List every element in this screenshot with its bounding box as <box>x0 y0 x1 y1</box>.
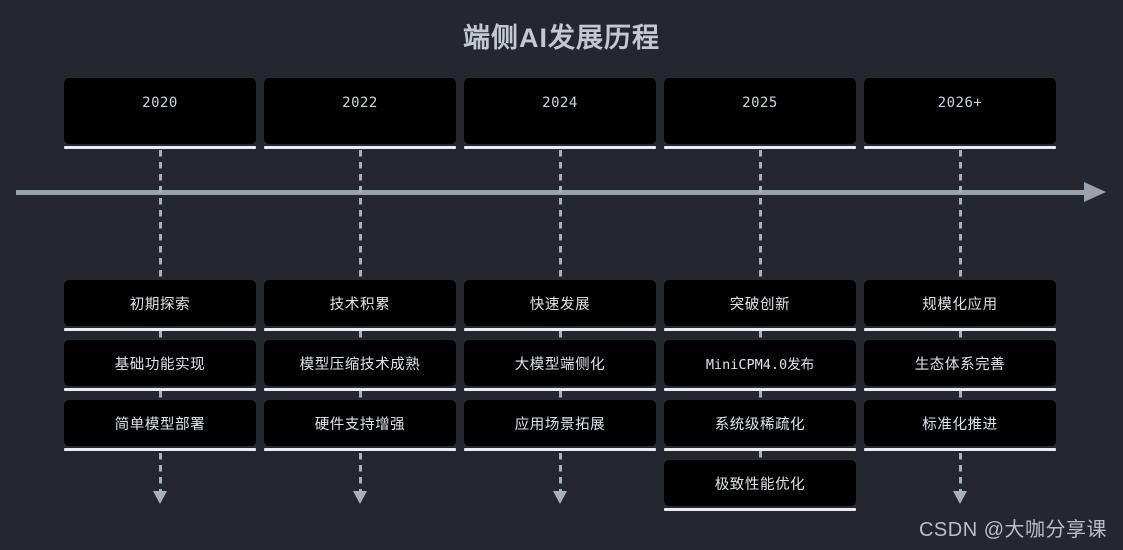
timeline-axis-line <box>16 190 1088 195</box>
milestone-label: 初期探索 <box>129 296 191 313</box>
milestone-label: 标准化推进 <box>922 416 998 433</box>
connector-dashed-line <box>159 453 162 491</box>
connector-dashed-line <box>359 453 362 491</box>
year-label: 2024 <box>542 95 578 111</box>
year-label: 2026+ <box>937 95 983 111</box>
milestone-card[interactable]: 规模化应用 <box>864 280 1056 326</box>
year-card-underline <box>64 146 256 149</box>
connector-dashed-line <box>959 331 962 340</box>
year-label: 2020 <box>142 95 178 111</box>
watermark: CSDN @大咖分享课 <box>918 519 1107 541</box>
year-card-2024[interactable]: 2024 <box>464 78 656 144</box>
connector-dashed-line <box>759 331 762 340</box>
connector-dashed-line <box>559 331 562 340</box>
milestone-label: 系统级稀疏化 <box>714 416 806 433</box>
milestone-label: MiniCPM4.0发布 <box>705 357 815 373</box>
milestone-label: 生态体系完善 <box>914 356 1006 373</box>
milestone-card[interactable]: 突破创新 <box>664 280 856 326</box>
year-label: 2022 <box>342 95 378 111</box>
milestone-card-underline <box>264 388 456 391</box>
milestone-card[interactable]: 标准化推进 <box>864 400 1056 446</box>
connector-dashed-line <box>959 453 962 491</box>
year-card-underline <box>664 146 856 149</box>
connector-dashed-line <box>159 391 162 400</box>
milestone-card[interactable]: 应用场景拓展 <box>464 400 656 446</box>
milestone-card-underline <box>64 328 256 331</box>
year-card-underline <box>864 146 1056 149</box>
milestone-card-underline <box>264 328 456 331</box>
connector-arrow-icon <box>153 491 167 504</box>
milestone-card-underline <box>864 328 1056 331</box>
milestone-card-underline <box>464 388 656 391</box>
milestone-card[interactable]: 系统级稀疏化 <box>664 400 856 446</box>
timeline-arrow-icon <box>1084 182 1106 202</box>
year-card-underline <box>464 146 656 149</box>
connector-dashed-line <box>759 391 762 400</box>
milestone-card[interactable]: 技术积累 <box>264 280 456 326</box>
connector-dashed-line <box>759 451 762 460</box>
year-card-2026+[interactable]: 2026+ <box>864 78 1056 144</box>
connector-arrow-icon <box>553 491 567 504</box>
milestone-card-underline <box>464 448 656 451</box>
milestone-card-underline <box>864 388 1056 391</box>
milestone-card[interactable]: 生态体系完善 <box>864 340 1056 386</box>
connector-dashed-line <box>559 453 562 491</box>
milestone-label: 极致性能优化 <box>714 476 806 493</box>
connector-dashed-line <box>359 391 362 400</box>
year-card-2020[interactable]: 2020 <box>64 78 256 144</box>
milestone-card[interactable]: 极致性能优化 <box>664 460 856 506</box>
connector-dashed-line <box>359 331 362 340</box>
year-card-2022[interactable]: 2022 <box>264 78 456 144</box>
connector-dashed-line <box>559 150 562 280</box>
connector-dashed-line <box>559 391 562 400</box>
connector-dashed-line <box>959 391 962 400</box>
connector-dashed-line <box>759 150 762 280</box>
connector-dashed-line <box>159 331 162 340</box>
page-title: 端侧AI发展历程 <box>463 23 660 53</box>
milestone-label: 规模化应用 <box>922 296 998 313</box>
milestone-card-underline <box>264 448 456 451</box>
milestone-card-underline <box>64 448 256 451</box>
milestone-card[interactable]: 大模型端侧化 <box>464 340 656 386</box>
milestone-card[interactable]: 基础功能实现 <box>64 340 256 386</box>
milestone-label: 硬件支持增强 <box>314 416 406 433</box>
milestone-label: 模型压缩技术成熟 <box>299 356 421 373</box>
milestone-card[interactable]: 快速发展 <box>464 280 656 326</box>
milestone-card[interactable]: 硬件支持增强 <box>264 400 456 446</box>
milestone-label: 简单模型部署 <box>114 416 206 433</box>
connector-dashed-line <box>359 150 362 280</box>
milestone-card-underline <box>464 328 656 331</box>
milestone-label: 快速发展 <box>529 296 591 313</box>
milestone-label: 大模型端侧化 <box>514 356 606 373</box>
milestone-card-underline <box>664 388 856 391</box>
milestone-card-underline <box>664 328 856 331</box>
year-label: 2025 <box>742 95 778 111</box>
milestone-card-underline <box>664 448 856 451</box>
milestone-card-underline <box>864 448 1056 451</box>
milestone-label: 应用场景拓展 <box>514 416 606 433</box>
connector-arrow-icon <box>953 491 967 504</box>
milestone-card[interactable]: 初期探索 <box>64 280 256 326</box>
connector-dashed-line <box>159 150 162 280</box>
milestone-label: 突破创新 <box>729 296 791 313</box>
connector-arrow-icon <box>353 491 367 504</box>
milestone-card[interactable]: 简单模型部署 <box>64 400 256 446</box>
milestone-label: 基础功能实现 <box>114 356 206 373</box>
milestone-label: 技术积累 <box>329 296 391 313</box>
milestone-card-underline <box>664 508 856 511</box>
year-card-underline <box>264 146 456 149</box>
connector-dashed-line <box>959 150 962 280</box>
milestone-card[interactable]: MiniCPM4.0发布 <box>664 340 856 386</box>
year-card-2025[interactable]: 2025 <box>664 78 856 144</box>
milestone-card[interactable]: 模型压缩技术成熟 <box>264 340 456 386</box>
milestone-card-underline <box>64 388 256 391</box>
